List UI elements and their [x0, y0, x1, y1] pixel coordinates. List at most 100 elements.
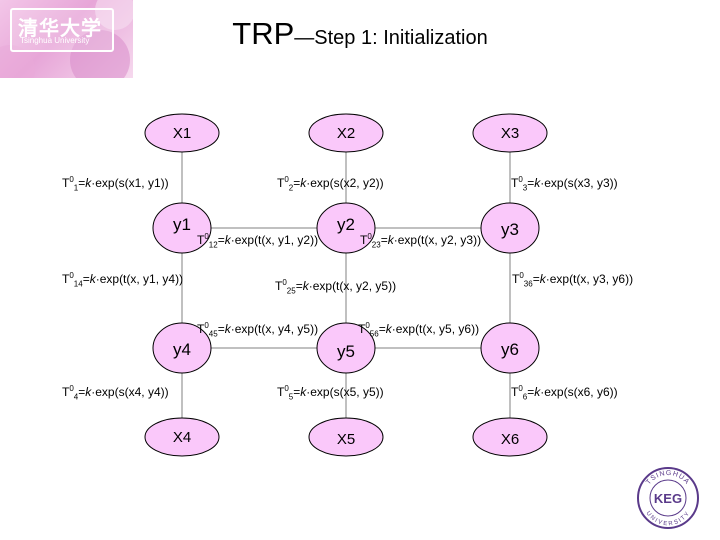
title-main: TRP — [232, 16, 295, 51]
node-y5 — [316, 322, 376, 374]
flower-decoration — [95, 0, 133, 30]
node-x4 — [144, 417, 220, 457]
formula-t3: T03=k·exp(s(x3, y3)) — [511, 176, 618, 193]
formula-subscript: 25 — [286, 286, 296, 296]
formula-symbol: T — [511, 176, 519, 190]
formula-symbol: T — [277, 176, 285, 190]
node-y1-label: y1 — [173, 215, 191, 234]
formula-equals: = — [527, 385, 535, 399]
seal-outer-ring — [637, 467, 699, 529]
title-subtitle: —Step 1: Initialization — [294, 27, 488, 49]
formula-equals: = — [78, 176, 86, 190]
tsinghua-logo: 清华大学 Tsinghua University — [0, 0, 133, 78]
formula-expression: ·exp(t(x, y3, y6)) — [545, 272, 634, 286]
formula-t23: T023=k·exp(t(x, y2, y3)) — [360, 232, 481, 250]
formula-constant: k — [385, 322, 392, 336]
formula-expression: ·exp(s(x6, y6)) — [540, 385, 618, 399]
formula-subscript: 4 — [73, 392, 79, 402]
formula-superscript: 0 — [204, 321, 209, 330]
formula-expression: ·exp(s(x5, y5)) — [306, 385, 384, 399]
formula-subscript: 36 — [523, 279, 533, 289]
formula-expression: ·exp(t(x, y4, y5)) — [230, 322, 319, 336]
formula-subscript: 45 — [208, 329, 218, 339]
formula-equals: = — [293, 176, 301, 190]
formula-symbol: T — [275, 279, 283, 293]
node-x1-label: X1 — [173, 125, 191, 142]
node-x2 — [308, 113, 384, 153]
node-y4-label: y4 — [173, 340, 191, 359]
formula-t6: T06=k·exp(s(x6, y6)) — [511, 385, 618, 402]
formula-expression: ·exp(t(x, y1, y4)) — [95, 272, 184, 286]
formula-constant: k — [224, 322, 231, 336]
formula-constant: k — [302, 279, 309, 293]
keg-seal-logo: TSINGHUA UNIVERSITY KEG — [637, 467, 699, 529]
formula-t12: T012=k·exp(t(x, y1, y2)) — [197, 232, 319, 250]
formula-equals: = — [380, 233, 388, 247]
formula-constant: k — [300, 385, 307, 399]
formula-t45: T045=k·exp(t(x, y4, y5)) — [197, 321, 319, 339]
formula-equals: = — [378, 322, 386, 336]
nodes — [144, 113, 548, 457]
formula-equals: = — [532, 272, 540, 286]
flower-decoration — [70, 30, 130, 78]
formula-constant: k — [85, 176, 92, 190]
node-x2-label: X2 — [337, 125, 355, 142]
formula-subscript: 3 — [522, 183, 528, 193]
node-y1 — [152, 202, 212, 254]
formula-superscript: 0 — [204, 232, 209, 241]
formula-superscript: 0 — [519, 271, 524, 280]
formula-constant: k — [85, 385, 92, 399]
node-x6-label: X6 — [501, 431, 519, 448]
formula-t25: T025=k·exp(t(x, y2, y5)) — [275, 279, 396, 296]
formula-symbol: T — [197, 233, 205, 247]
formula-equals: = — [527, 176, 535, 190]
formula-symbol: T — [358, 322, 366, 336]
node-y6-label: y6 — [501, 340, 519, 359]
formula-t36: T036=k·exp(t(x, y3, y6)) — [512, 271, 634, 289]
node-x4-label: X4 — [173, 429, 191, 446]
formula-subscript: 5 — [288, 392, 294, 402]
formula-symbol: T — [62, 272, 70, 286]
formula-symbol: T — [62, 176, 70, 190]
slide-title: TRP—Step 1: Initialization — [0, 16, 720, 52]
formula-symbol: T — [360, 233, 368, 247]
node-y5-label: y5 — [337, 342, 355, 361]
formula-t56: T056=k·exp(t(x, y5, y6)) — [358, 322, 479, 339]
node-y2-label: y2 — [337, 215, 355, 234]
formula-subscript: 12 — [208, 240, 218, 250]
node-x3 — [472, 113, 548, 153]
formula-subscript: 6 — [522, 392, 528, 402]
formula-superscript: 0 — [69, 175, 74, 184]
seal-inner-ring — [649, 479, 687, 517]
formula-symbol: T — [62, 385, 70, 399]
formula-constant: k — [387, 233, 394, 247]
node-y3-label: y3 — [501, 220, 519, 239]
formula-equals: = — [217, 233, 225, 247]
formula-equals: = — [78, 385, 86, 399]
formula-expression: ·exp(s(x4, y4)) — [91, 385, 169, 399]
node-x6 — [472, 417, 548, 457]
logo-frame: 清华大学 Tsinghua University — [10, 8, 114, 52]
formula-symbol: T — [197, 322, 205, 336]
formula-t14: T014=k·exp(t(x, y1, y4)) — [62, 272, 184, 288]
formula-symbol: T — [512, 272, 520, 286]
formula-expression: ·exp(t(x, y1, y2)) — [230, 233, 319, 247]
formula-subscript: 1 — [73, 183, 79, 193]
formula-subscript: 23 — [371, 240, 381, 250]
formula-equals: = — [293, 385, 301, 399]
formula-t4: T04=k·exp(s(x4, y4)) — [62, 384, 169, 402]
formula-constant: k — [89, 272, 96, 286]
formula-subscript: 56 — [369, 329, 379, 339]
formula-superscript: 0 — [284, 384, 289, 393]
formula-expression: ·exp(s(x3, y3)) — [540, 176, 618, 190]
formula-superscript: 0 — [367, 232, 372, 241]
formula-superscript: 0 — [69, 384, 74, 393]
formula-t1: T01=k·exp(s(x1, y1)) — [62, 175, 169, 193]
formula-superscript: 0 — [284, 175, 289, 184]
formula-constant: k — [224, 233, 231, 247]
formula-equals: = — [295, 279, 303, 293]
node-y2 — [316, 202, 376, 254]
node-x5-label: X5 — [337, 431, 355, 448]
seal-center-text: KEG — [654, 491, 682, 506]
